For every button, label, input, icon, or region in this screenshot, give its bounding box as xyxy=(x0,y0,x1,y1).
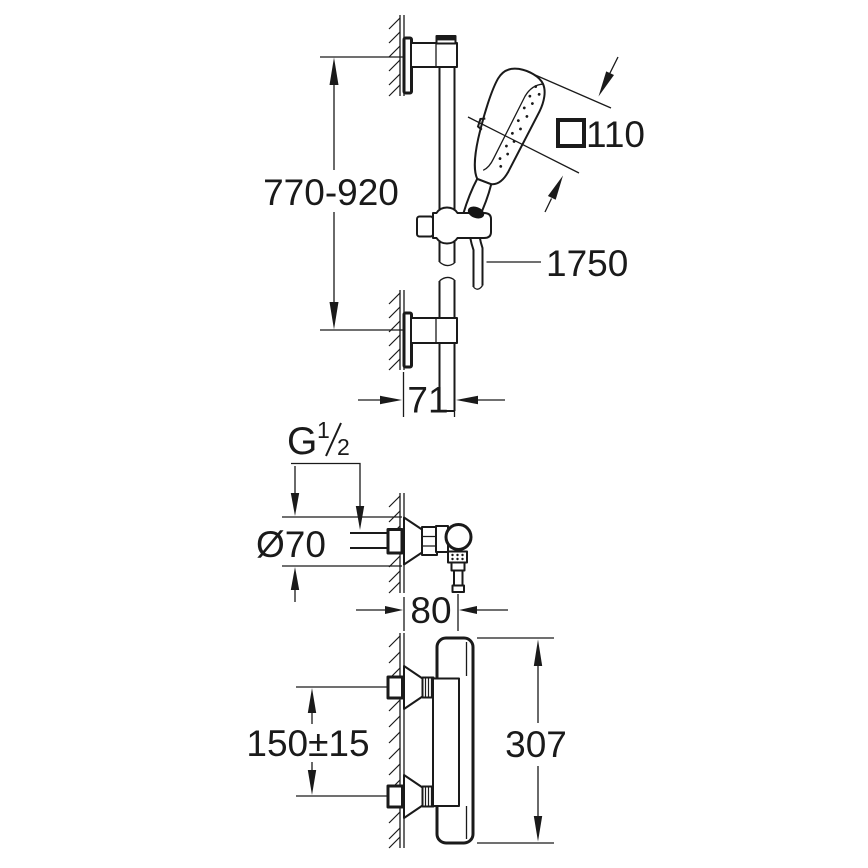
rail-height-label: 770-920 xyxy=(263,172,399,213)
dim-hose-length: 1750 xyxy=(486,243,628,284)
escutcheon-cone xyxy=(403,516,423,566)
escutcheon-diameter-label: Ø70 xyxy=(256,524,326,565)
inlet-spacing-extensions xyxy=(296,686,390,797)
wall-upper xyxy=(388,15,405,97)
outlet-nipple xyxy=(451,584,465,593)
valve-depth-label: 80 xyxy=(410,590,451,631)
dim-body-height: 307 xyxy=(477,637,567,844)
bracket-arm-top xyxy=(410,42,458,68)
knurl-dots xyxy=(451,553,464,561)
supply-union xyxy=(350,516,449,566)
square-symbol xyxy=(556,118,586,148)
wall-hatch xyxy=(388,292,401,371)
valve-connection-section: Ø70 G 1 2 xyxy=(256,417,508,631)
dim-inlet-spacing: 150±15 xyxy=(246,688,370,795)
hose-length-label: 1750 xyxy=(546,243,628,284)
inlet-spacing-label: 150±15 xyxy=(246,723,369,764)
union-nut xyxy=(386,784,404,809)
hex-nut xyxy=(421,526,438,556)
thread-numerator-label: 1 xyxy=(317,417,330,443)
wall-bracket-bottom xyxy=(402,311,458,369)
body-center-block xyxy=(432,677,460,807)
valve-knob xyxy=(444,523,473,551)
body-height-label: 307 xyxy=(505,724,567,765)
dim-head-size: 110 xyxy=(467,56,645,213)
head-width-label: 110 xyxy=(586,114,645,155)
outlet-neck xyxy=(450,561,466,572)
spray-nozzle-dots xyxy=(498,85,541,168)
wall-hatch xyxy=(388,635,401,849)
escutcheon-cone xyxy=(403,774,424,819)
shower-rail-section: 770-920 xyxy=(263,15,645,421)
dim-escutcheon-diameter: Ø70 xyxy=(256,466,402,602)
hose-coupling-nut xyxy=(467,206,485,219)
wall-bracket-top xyxy=(402,35,458,95)
thread-prefix-label: G xyxy=(287,420,317,463)
thread-denominator-label: 2 xyxy=(337,434,350,460)
dim-valve-depth: 80 xyxy=(356,590,508,631)
dim-rail-offset: 71 xyxy=(358,372,505,421)
thermostat-section: 150±15 307 xyxy=(246,633,567,849)
hand-shower-head xyxy=(473,67,546,186)
union-nut xyxy=(386,528,404,555)
valve-elbow xyxy=(444,523,473,593)
fraction-slash xyxy=(325,422,342,457)
bracket-arm-bottom xyxy=(410,317,458,344)
inlet-union-bottom xyxy=(386,774,435,819)
inlet-union-top xyxy=(386,665,435,710)
dim-thread-size: G 1 2 xyxy=(287,417,365,530)
union-nut xyxy=(386,675,404,700)
dim-rail-height: 770-920 xyxy=(263,56,407,331)
wall-bottom xyxy=(388,633,405,849)
rail-offset-label: 71 xyxy=(407,380,448,421)
thermostat-body xyxy=(432,636,475,845)
wall-hatch xyxy=(388,17,401,97)
holder-knob xyxy=(416,215,434,238)
outlet-pipe xyxy=(453,569,464,587)
slider-holder xyxy=(416,206,492,245)
hand-shower xyxy=(462,67,546,221)
escutcheon-cone xyxy=(403,665,424,710)
knurled-nut xyxy=(447,550,468,564)
